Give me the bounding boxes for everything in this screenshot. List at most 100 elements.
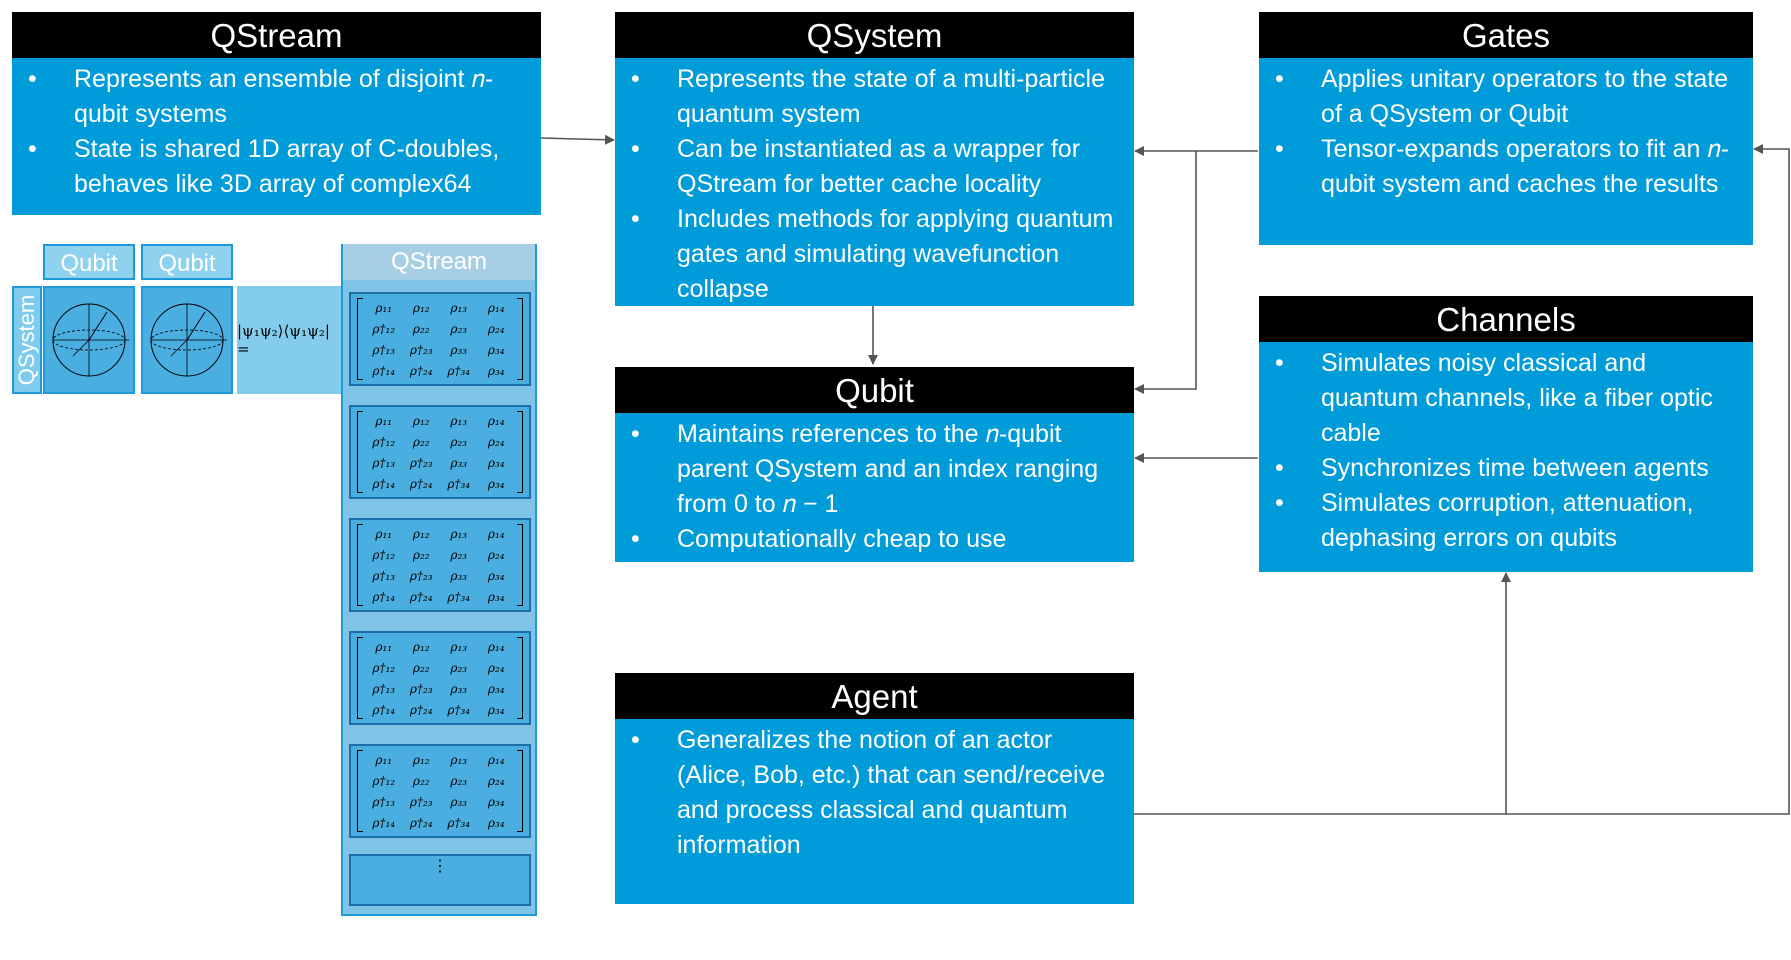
matrix-entry: ρ₁₄ [487,413,505,428]
matrix-entry: ρ†₃₄ [447,589,471,604]
matrix-entry: ρ†₃₄ [447,363,471,378]
matrix-entry: ρ†₂₄ [409,476,433,491]
matrix-entry: ρ₃₄ [487,455,505,470]
matrix-entry: ρ₁₄ [487,300,505,315]
qstream-box: QStream Represents an ensemble of disjoi… [12,12,541,215]
matrix-entry: ρ†₃₄ [447,702,471,717]
arrow-qstream-to-qsystem [540,134,615,145]
bloch-sphere-cell-1 [43,286,135,394]
matrix-entry: ρ†₁₄ [372,363,396,378]
matrix-entry: ρ†₂₃ [409,681,433,696]
matrix-entry: ρ₃₄ [487,476,505,491]
matrix-entry: ρ†₁₃ [372,681,396,696]
matrix-entry: ρ†₂₃ [409,794,433,809]
qsystem-bullet-1: Represents the state of a multi-particle… [615,62,1120,132]
matrix-entry: ρ₂₂ [412,321,430,336]
matrix-entry: ρ₁₁ [375,526,393,541]
channels-box: Channels Simulates noisy classical and q… [1259,296,1753,572]
qsystem-box: QSystem Represents the state of a multi-… [615,12,1134,306]
matrix-entry: ρ₃₄ [487,815,505,830]
matrix-entry: ρ†₃₄ [447,815,471,830]
matrix-entry: ρ₂₃ [450,660,468,675]
matrix-entry: ρ₂₃ [450,321,468,336]
channels-title: Channels [1259,296,1753,342]
matrix-entry: ρ₂₃ [450,547,468,562]
matrix-entry: ρ₁₃ [450,639,468,654]
matrix-entry: ρ₁₁ [375,752,393,767]
matrix-entry: ρ†₁₄ [372,589,396,604]
qubit-label-2: Qubit [141,244,233,280]
matrix-entry: ρ₁₄ [487,639,505,654]
matrix-entry: ρ₃₃ [450,568,468,583]
channels-bullet-3: Simulates corruption, attenuation, depha… [1259,486,1739,556]
matrix-entry: ρ†₁₂ [372,434,396,449]
matrix-entry: ρ₁₃ [450,300,468,315]
arrow-agent-to-gates [1506,144,1790,815]
matrix-entry: ρ†₁₂ [372,547,396,562]
matrix-entry: ρ†₃₄ [447,476,471,491]
matrix-ellipsis: ⋮ [349,854,531,906]
matrix-entry: ρ†₂₃ [409,342,433,357]
matrix-entry: ρ₃₄ [487,794,505,809]
agent-box: Agent Generalizes the notion of an actor… [615,673,1134,904]
matrix-entry: ρ₁₂ [412,300,430,315]
matrix-entry: ρ†₁₃ [372,568,396,583]
agent-bullet-1: Generalizes the notion of an actor (Alic… [615,723,1120,863]
qstream-bullet-2: State is shared 1D array of C-doubles, b… [12,132,527,202]
matrix-entry: ρ†₁₂ [372,321,396,336]
matrix-entry: ρ₃₃ [450,455,468,470]
matrix-entry: ρ₂₂ [412,660,430,675]
matrix-entry: ρ†₁₃ [372,455,396,470]
arrow-gates-to-qubit [1134,151,1197,394]
matrix-entry: ρ₃₄ [487,702,505,717]
bloch-sphere-icon [52,303,129,377]
qsystem-bullet-3: Includes methods for applying quantum ga… [615,202,1120,307]
qsystem-title: QSystem [615,12,1134,58]
matrix-entry: ρ†₁₂ [372,660,396,675]
qstream-title: QStream [12,12,541,58]
matrix-entry: ρ₃₄ [487,568,505,583]
matrix-entry: ρ†₁₄ [372,476,396,491]
matrix-entry: ρ†₁₄ [372,702,396,717]
qubit-bullet-2: Computationally cheap to use [615,522,1120,557]
matrix-entry: ρ₃₄ [487,589,505,604]
qsystem-row-label: QSystem [12,286,42,394]
bloch-sphere-cell-2 [141,286,233,394]
matrix-entry: ρ†₁₄ [372,815,396,830]
qstream-bullets: Represents an ensemble of disjoint 𝑛-qub… [12,58,541,208]
qsystem-row-label-text: QSystem [14,294,39,386]
matrix-entry: ρ₃₃ [450,794,468,809]
matrix-entry: ρ†₂₄ [409,815,433,830]
matrix-entry: ρ₂₄ [487,773,505,788]
matrix-entry: ρ₁₄ [487,752,505,767]
qubit-bullet-1: Maintains references to the 𝑛-qubit pare… [615,417,1120,522]
qubit-title: Qubit [615,367,1134,413]
qubit-bullets: Maintains references to the 𝑛-qubit pare… [615,413,1134,563]
matrix-entry: ρ†₂₄ [409,363,433,378]
matrix-entry: ρ₁₂ [412,526,430,541]
matrix-entry: ρ₁₃ [450,752,468,767]
channels-bullet-1: Simulates noisy classical and quantum ch… [1259,346,1739,451]
qstream-bullet-1: Represents an ensemble of disjoint 𝑛-qub… [12,62,527,132]
matrix-entry: ρ₁₃ [450,526,468,541]
matrix-entry: ρ†₁₃ [372,342,396,357]
gates-bullet-1: Applies unitary operators to the state o… [1259,62,1739,132]
matrix-entry: ρ₂₄ [487,547,505,562]
matrix-entry: ρ₂₄ [487,660,505,675]
bloch-sphere-icon [150,303,227,377]
gates-bullets: Applies unitary operators to the state o… [1259,58,1753,208]
matrix-entry: ρ₂₄ [487,434,505,449]
qsystem-bullet-2: Can be instantiated as a wrapper for QSt… [615,132,1120,202]
matrix-entry: ρ₁₁ [375,413,393,428]
matrix-entry: ρ₁₂ [412,639,430,654]
